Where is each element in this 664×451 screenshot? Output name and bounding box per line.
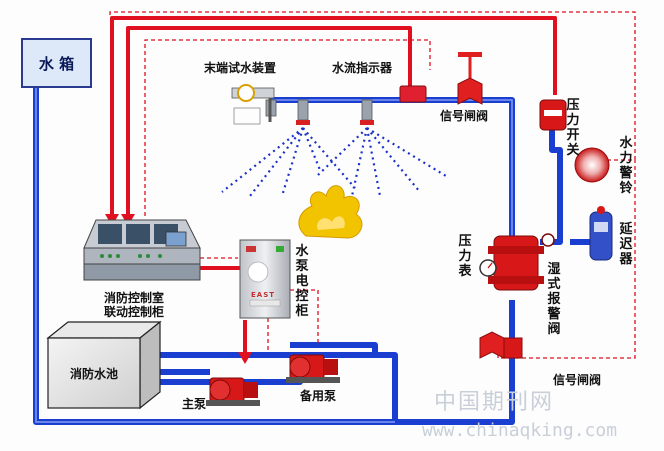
pressure-switch-label: 压力开关 <box>566 98 580 158</box>
signal-gate-valve-bottom <box>479 331 523 359</box>
main-pump-label: 主泵 <box>182 397 207 411</box>
fire-control-room-label: 消防控制室 <box>104 291 165 305</box>
fire-pool <box>46 320 162 410</box>
delay-device <box>589 206 613 261</box>
signal-gate-valve-bottom-label: 信号闸阀 <box>553 373 602 387</box>
hydraulic-alarm-bell <box>574 147 610 183</box>
pump-control-cabinet <box>239 239 291 319</box>
standby-pump-label: 备用泵 <box>300 389 337 403</box>
wet-alarm-valve-label: 湿式报警阀 <box>547 262 561 337</box>
pressure-switch <box>539 99 567 131</box>
hydraulic-alarm-bell-label: 水力警铃 <box>619 136 633 196</box>
fire-control-console <box>83 219 201 281</box>
pump-control-cabinet-label: 水泵电控柜 <box>295 244 309 319</box>
sprinkler-deflectors <box>296 120 374 125</box>
standby-pump <box>286 354 340 383</box>
spray-pattern <box>221 127 447 197</box>
pressure-gauge-label: 压力表 <box>458 234 472 279</box>
signal-end-test <box>126 26 412 216</box>
signal-gate-valve-top <box>457 52 483 105</box>
pipe-alarm-branch <box>540 120 563 245</box>
watermark-chinese: 中国期刊网 <box>434 390 555 415</box>
end-test-device <box>231 84 275 125</box>
water-tank <box>21 38 92 88</box>
linkage-control-cabinet-label: 联动控制柜 <box>104 305 165 319</box>
watermark-url: www.chinaqking.com <box>422 420 618 441</box>
cabinet-brand-label: EAST <box>251 291 276 299</box>
fire-flame <box>298 185 363 239</box>
fire-pool-label: 消防水池 <box>69 366 118 381</box>
end-test-device-label: 末端试水装置 <box>204 61 277 75</box>
main-pump <box>206 377 260 406</box>
pipe-main-loop-right <box>395 300 515 425</box>
pipe-pump-discharge <box>290 342 378 355</box>
pressure-gauge <box>479 259 497 277</box>
water-tank-label: 水 箱 <box>38 54 75 73</box>
delay-device-label: 延迟器 <box>619 222 633 267</box>
signal-flow-indicator <box>110 16 557 216</box>
wet-alarm-valve <box>488 233 555 291</box>
flow-indicator <box>399 85 427 103</box>
flow-indicator-label: 水流指示器 <box>332 61 393 75</box>
signal-gate-valve-top-label: 信号闸阀 <box>440 109 489 123</box>
